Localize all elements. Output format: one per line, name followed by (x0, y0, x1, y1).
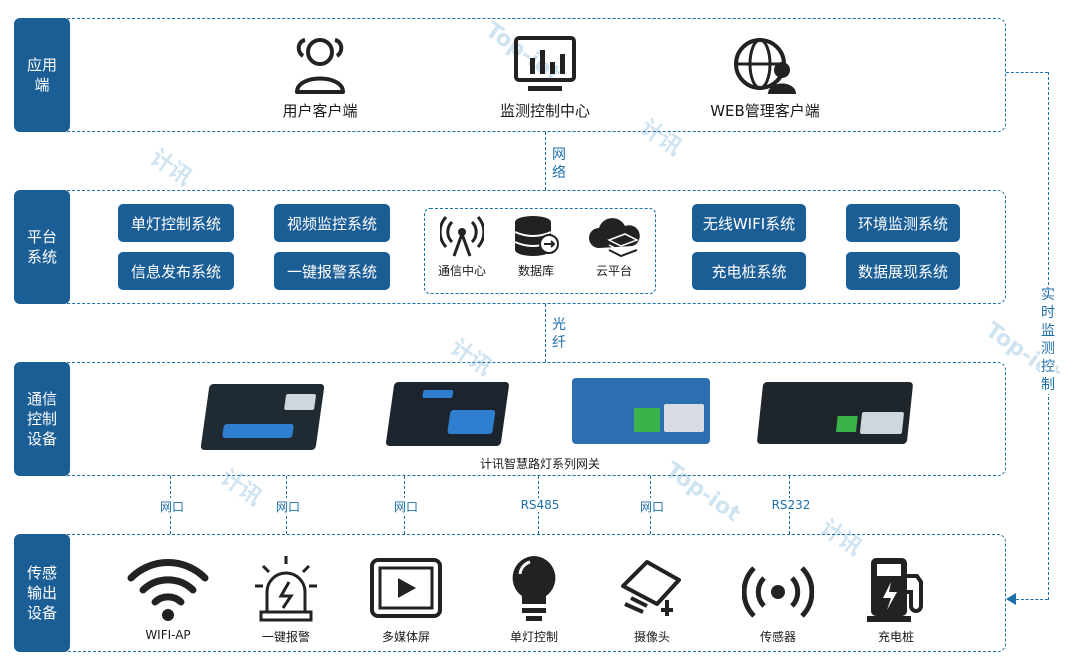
device-logo (422, 390, 454, 398)
app-item-monitor-center: 监测控制中心 (480, 34, 610, 121)
network-link-label: 网络 (552, 147, 566, 181)
arrow-left-icon (1006, 593, 1016, 605)
system-single-light-control: 单灯控制系统 (118, 204, 234, 242)
gateway-device-3 (572, 378, 710, 444)
port-label: 网口 (389, 498, 423, 515)
comm-layer-label: 通信控制设备 (14, 362, 70, 476)
gateway-device-4 (756, 382, 914, 444)
platform-center-box (424, 208, 656, 294)
device-port (447, 410, 496, 434)
system-data-display: 数据展现系统 (846, 252, 960, 290)
sensor-label: WIFI-AP (145, 628, 191, 642)
system-wireless-wifi: 无线WIFI系统 (692, 204, 806, 242)
device-port (664, 404, 704, 432)
app-item-label: WEB管理客户端 (710, 102, 820, 120)
port-label: 网口 (155, 498, 189, 515)
charging-station-icon (867, 558, 923, 622)
app-item-web-client: WEB管理客户端 (690, 34, 840, 121)
users-icon (295, 38, 345, 94)
cloud-icon (589, 218, 640, 258)
sensor-item-charging (846, 552, 946, 628)
device-port (859, 412, 905, 434)
alarm-light-icon (255, 556, 317, 622)
port-label: 网口 (271, 498, 305, 515)
system-environment-monitor: 环境监测系统 (846, 204, 960, 242)
device-port (222, 424, 295, 438)
monitor-chart-icon (514, 36, 576, 91)
gateway-caption: 计讯智慧路灯系列网关 (479, 457, 600, 471)
sensor-item-media-screen (356, 556, 456, 624)
globe-user-icon (734, 38, 796, 94)
sensor-label: 多媒体屏 (381, 630, 430, 644)
realtime-link-label: 实时监测控制 (1040, 286, 1056, 394)
connector-line (545, 132, 546, 190)
center-item-label: 云平台 (595, 264, 632, 278)
connector-line (1006, 72, 1048, 73)
sensor-icon (741, 566, 815, 618)
light-bulb-icon (512, 556, 556, 621)
watermark: 计讯 (145, 145, 196, 191)
center-item-comm: 通信中心 (434, 214, 490, 279)
system-info-publish: 信息发布系统 (118, 252, 234, 290)
device-terminal (836, 416, 858, 432)
connector-line (545, 304, 546, 362)
database-icon (514, 216, 559, 256)
antenna-icon (438, 215, 486, 257)
system-one-key-alarm: 一键报警系统 (274, 252, 390, 290)
sensor-label: 一键报警 (261, 630, 310, 644)
app-item-label: 监测控制中心 (499, 102, 590, 120)
sensor-item-alarm (236, 552, 336, 628)
port-label: RS485 (516, 498, 564, 512)
gateway-device-2 (385, 382, 510, 446)
sensor-label: 传感器 (759, 630, 796, 644)
system-charging-pile: 充电桩系统 (692, 252, 806, 290)
center-item-cloud: 云平台 (584, 214, 644, 279)
sensor-item-camera (602, 556, 702, 624)
port-label: RS232 (767, 498, 815, 512)
center-item-label: 数据库 (517, 264, 554, 278)
sensor-label: 单灯控制 (509, 630, 558, 644)
center-item-label: 通信中心 (437, 264, 486, 278)
connector-line (1016, 599, 1048, 600)
sensor-item-wifi (118, 552, 218, 628)
system-video-surveillance: 视频监控系统 (274, 204, 390, 242)
gateway-device-1 (200, 384, 325, 450)
sensor-item-sensor (728, 552, 828, 628)
app-item-user-client: 用户客户端 (265, 34, 375, 121)
device-port (283, 394, 317, 410)
app-item-label: 用户客户端 (282, 102, 358, 120)
port-label: 网口 (635, 498, 669, 515)
sensor-label: 充电桩 (877, 630, 914, 644)
media-screen-icon (370, 558, 442, 618)
device-terminal (634, 408, 660, 432)
app-layer-label: 应用端 (14, 18, 70, 132)
sensor-layer-label: 传感输出设备 (14, 534, 70, 652)
camera-icon (621, 560, 681, 616)
sensor-item-light (484, 552, 584, 628)
wifi-icon (127, 559, 209, 621)
platform-layer-label: 平台系统 (14, 190, 70, 304)
sensor-label: 摄像头 (633, 630, 670, 644)
fiber-link-label: 光纤 (552, 317, 566, 351)
center-item-database: 数据库 (506, 214, 566, 279)
